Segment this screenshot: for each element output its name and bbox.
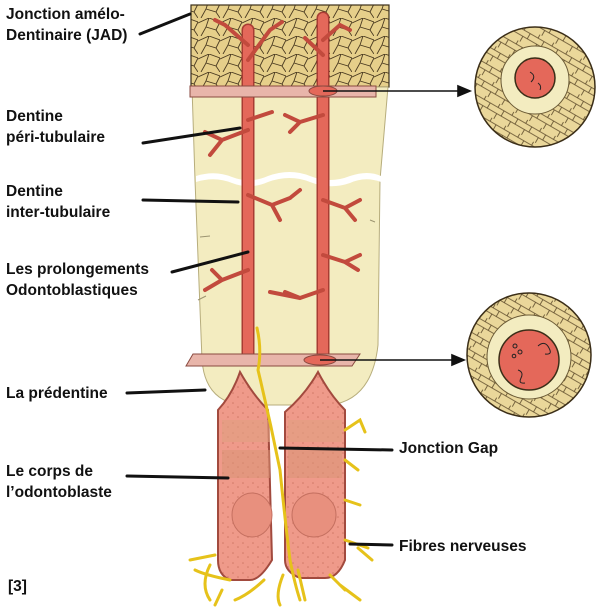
enamel-layer <box>190 4 390 88</box>
leader-lines <box>125 12 394 547</box>
label-prolongements-line2: Odontoblastiques <box>6 282 138 299</box>
label-jonction-gap: Jonction Gap <box>399 440 499 457</box>
odontoblast-cell-bodies <box>217 369 346 581</box>
label-corps: Le corps de l’odontoblaste <box>6 461 112 503</box>
label-corps-line2: l’odontoblaste <box>6 484 112 501</box>
label-dentine-peri-line1: Dentine <box>6 108 63 125</box>
odontoblastic-process-left <box>203 18 302 367</box>
label-jad-line2: Dentinaire (JAD) <box>6 27 128 44</box>
label-jad: Jonction amélo- Dentinaire (JAD) <box>6 4 127 46</box>
label-dentine-inter-line2: inter-tubulaire <box>6 204 111 221</box>
label-fibres: Fibres nerveuses <box>399 538 527 555</box>
label-prolongements-line1: Les prolongements <box>6 261 149 278</box>
label-dentine-peri: Dentine péri-tubulaire <box>6 106 105 148</box>
label-dentine-inter: Dentine inter-tubulaire <box>6 181 110 223</box>
label-dentine-peri-line2: péri-tubulaire <box>6 129 106 146</box>
section-arrows <box>320 84 473 367</box>
reference-label: [3] <box>8 578 27 595</box>
label-corps-line1: Le corps de <box>6 463 93 480</box>
upper-cross-section <box>474 26 596 148</box>
label-prolongements: Les prolongements Odontoblastiques <box>6 259 149 301</box>
dentine-texture <box>197 219 376 301</box>
label-predentine: La prédentine <box>6 385 108 402</box>
label-jad-line1: Jonction amélo- <box>6 6 125 23</box>
lower-cross-section <box>466 292 592 418</box>
odontoblastic-process-right <box>268 11 362 367</box>
label-dentine-inter-line1: Dentine <box>6 183 63 200</box>
nerve-fibers <box>188 326 374 607</box>
